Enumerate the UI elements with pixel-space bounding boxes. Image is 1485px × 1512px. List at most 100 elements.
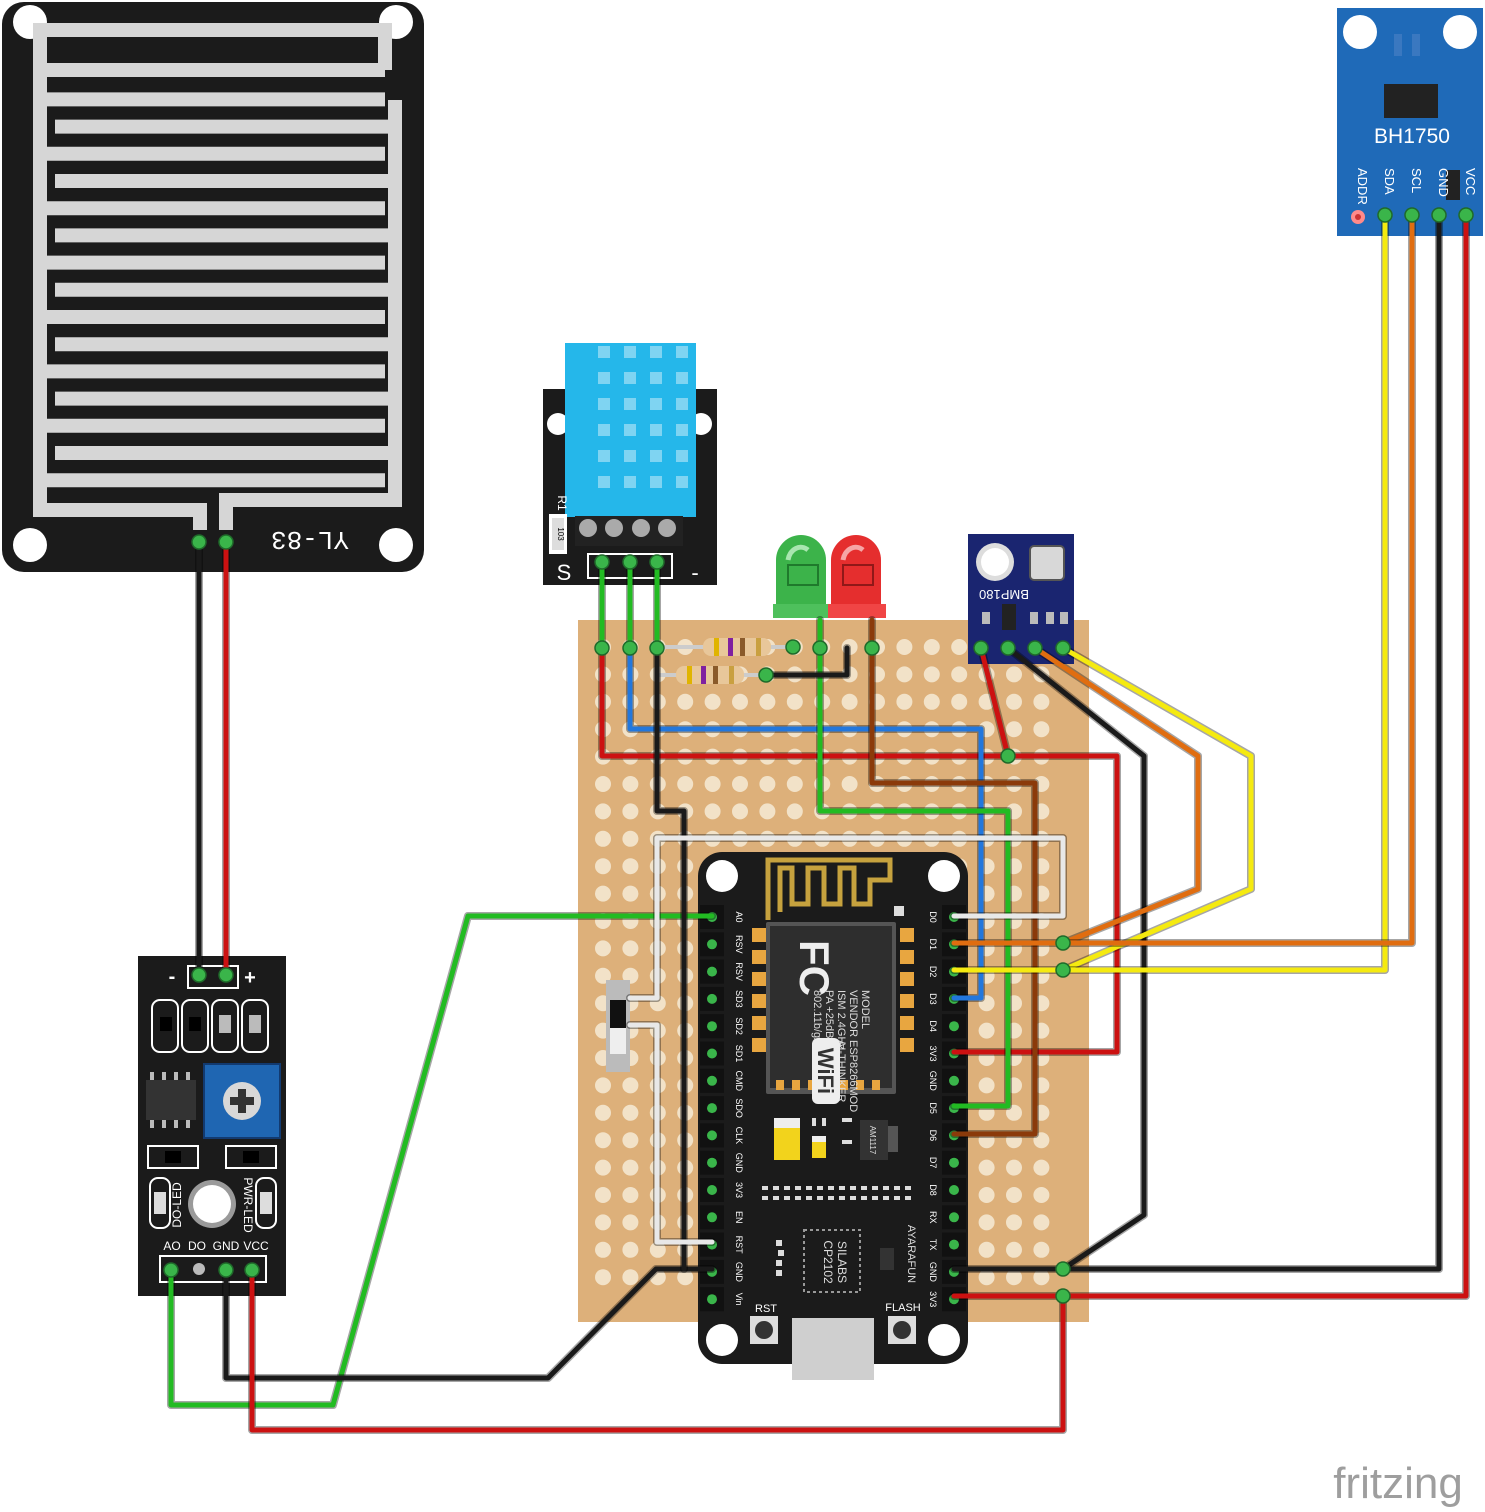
perfboard-hole [1006, 1241, 1022, 1258]
smd-dash [784, 1196, 790, 1200]
esp-pad [752, 994, 766, 1008]
wire-end-pad [758, 667, 774, 683]
dht-vent [624, 398, 636, 410]
wire [223, 1266, 715, 1381]
perfboard-hole [1006, 1159, 1022, 1176]
left-pin-label: GND [734, 1262, 744, 1283]
right-pin-label: TX [928, 1239, 938, 1251]
wire [951, 645, 1254, 973]
esp-pad [776, 1080, 784, 1090]
dht-vent [624, 346, 636, 358]
smd-dash [872, 1186, 878, 1190]
dht-vent [598, 424, 610, 436]
header-pin-pad [707, 993, 717, 1004]
perfboard-hole [1033, 1159, 1050, 1176]
esp-text: PA +25dBm [823, 990, 835, 1048]
perfboard-hole [649, 1241, 666, 1258]
perfboard-hole [896, 666, 913, 683]
perfboard-hole [622, 1187, 639, 1203]
esp-text: ESP8266MOD [847, 1040, 859, 1112]
dht-vent [598, 476, 610, 488]
header-pin-pad [949, 1185, 959, 1195]
perfboard-hole [732, 693, 748, 710]
dht-vent [676, 476, 688, 488]
smd-dash [806, 1196, 812, 1200]
perfboard-hole [1006, 1214, 1022, 1231]
dht-vent [676, 398, 688, 410]
dht-vent [650, 398, 662, 410]
green-led [773, 535, 831, 618]
perfboard-hole [759, 803, 776, 820]
perfboard-hole [622, 858, 639, 875]
esp-pad [752, 1016, 766, 1030]
esp-pad [752, 972, 766, 986]
perfboard-hole [595, 858, 611, 875]
perfboard-hole [841, 693, 858, 710]
header-pin-pad [949, 1212, 959, 1223]
dht-vent [676, 424, 688, 436]
wire-end-pad [1055, 935, 1071, 951]
wifi-antenna [765, 857, 893, 920]
wire [817, 617, 1011, 1109]
wire [869, 617, 1038, 1137]
perfboard-hole [978, 1187, 995, 1203]
bh1750-pin-label: GND [1436, 168, 1451, 197]
rain-module-pin-label: AO [163, 1239, 180, 1253]
esp-pad [900, 950, 914, 964]
perfboard-hole [951, 666, 968, 683]
wire [1060, 212, 1469, 1299]
slide-switch [606, 980, 630, 1072]
rst-button-label: RST [755, 1303, 777, 1315]
wire [1060, 212, 1388, 973]
pwr-led-label: PWR-LED [241, 1177, 255, 1233]
perfboard-hole [622, 1132, 639, 1149]
wire-end-pad [1055, 1288, 1071, 1304]
esp-pad [840, 1080, 848, 1090]
wire-end-pad [649, 640, 665, 656]
wire [654, 645, 687, 1272]
esp-pad [900, 994, 914, 1008]
perfboard-hole [978, 1077, 995, 1094]
wire-end-pad [1055, 962, 1071, 978]
wire [1060, 212, 1415, 946]
bh1750-label: BH1750 [1374, 125, 1450, 148]
wire-end-pad [1055, 640, 1071, 656]
dht-vent [624, 450, 636, 462]
rain-sensor-plate: YL-83 [2, 2, 424, 572]
wire-end-pad [1377, 207, 1393, 223]
perfboard-hole [595, 1132, 611, 1149]
dht-code: 103 [556, 527, 565, 541]
dht-vent [598, 346, 610, 358]
rain-module: - + DO-LED PWR-LED [138, 956, 286, 1296]
dht-vent [598, 398, 610, 410]
left-pin-label: CLK [734, 1127, 744, 1145]
wire-end-pad [1027, 640, 1043, 656]
wire-end-pad [244, 1262, 260, 1278]
wire [627, 835, 1066, 1001]
bh1750-pin-label: SCL [1409, 168, 1424, 193]
perfboard-hole [841, 776, 858, 792]
perfboard-hole [923, 693, 940, 710]
esp-text: ISM 2.4GHz [835, 990, 847, 1050]
esp-text: VENDOR [847, 990, 859, 1037]
perfboard-hole [759, 693, 776, 710]
smd-dash [784, 1186, 790, 1190]
perfboard-hole [1033, 721, 1050, 738]
flash-button-label: FLASH [885, 1302, 921, 1314]
smd-dash [773, 1196, 779, 1200]
wires [163, 207, 1474, 1434]
right-pin-label: D3 [928, 993, 938, 1005]
wire-outline [1059, 211, 1470, 1300]
header-pin-pad [707, 939, 717, 950]
smd-dash [839, 1196, 845, 1200]
header-pin-pad [707, 1157, 717, 1168]
left-pin-label: CMD [734, 1071, 744, 1092]
left-pin-label: RSV [734, 935, 744, 954]
perfboard-hole [595, 1187, 611, 1203]
regulator-label: AM1117 [868, 1126, 877, 1155]
rain-module-pin-label: GND [213, 1239, 240, 1253]
left-pin-label: RST [734, 1236, 744, 1255]
left-pin-label: SD3 [734, 990, 744, 1008]
